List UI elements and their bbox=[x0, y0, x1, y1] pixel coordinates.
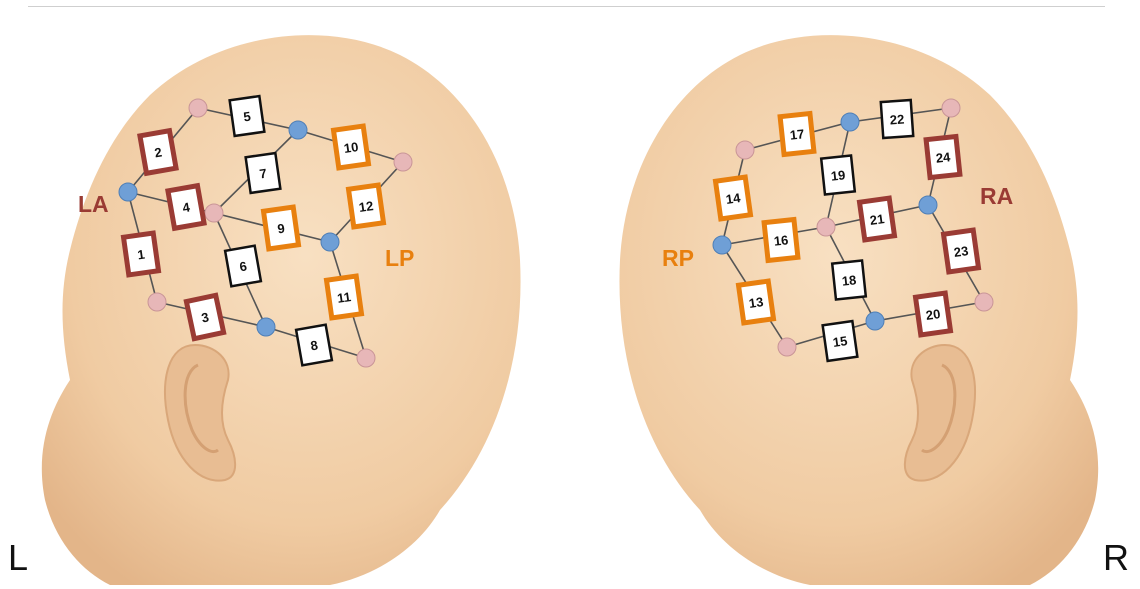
region-label-right-posterior: RP bbox=[662, 245, 694, 271]
channel-9: 9 bbox=[264, 207, 299, 249]
region-label-left-anterior: LA bbox=[78, 191, 109, 217]
channel-11: 11 bbox=[327, 276, 362, 318]
channel-1: 1 bbox=[124, 233, 159, 275]
detector-optode bbox=[713, 236, 731, 254]
source-optode bbox=[942, 99, 960, 117]
channel-number: 22 bbox=[889, 112, 904, 128]
source-optode bbox=[205, 204, 223, 222]
channel-15: 15 bbox=[823, 321, 858, 361]
channel-10: 10 bbox=[334, 126, 369, 168]
source-optode bbox=[357, 349, 375, 367]
left-side-letter: L bbox=[8, 540, 28, 576]
detector-optode bbox=[119, 183, 137, 201]
detector-optode bbox=[321, 233, 339, 251]
channel-number: 11 bbox=[336, 289, 352, 306]
channel-23: 23 bbox=[944, 230, 979, 272]
channel-18: 18 bbox=[832, 261, 866, 300]
source-optode bbox=[975, 293, 993, 311]
channel-number: 19 bbox=[830, 167, 846, 183]
right-head bbox=[619, 35, 1098, 585]
channel-7: 7 bbox=[246, 153, 281, 193]
source-optode bbox=[189, 99, 207, 117]
channel-number: 17 bbox=[789, 126, 805, 142]
channel-19: 19 bbox=[821, 156, 855, 195]
left-head bbox=[42, 35, 521, 585]
channel-number: 23 bbox=[953, 243, 969, 260]
region-label-left-posterior: LP bbox=[385, 245, 414, 271]
channel-21: 21 bbox=[860, 198, 895, 240]
channel-number: 14 bbox=[725, 190, 742, 207]
region-label-right-anterior: RA bbox=[980, 183, 1013, 209]
channel-20: 20 bbox=[916, 293, 951, 335]
left-head-skin bbox=[42, 35, 521, 585]
channel-17: 17 bbox=[780, 114, 814, 155]
channel-5: 5 bbox=[230, 96, 265, 136]
channel-16: 16 bbox=[764, 220, 798, 261]
channel-6: 6 bbox=[225, 246, 261, 287]
detector-optode bbox=[919, 196, 937, 214]
detector-optode bbox=[257, 318, 275, 336]
channel-13: 13 bbox=[739, 281, 774, 323]
channel-2: 2 bbox=[140, 131, 176, 174]
channel-24: 24 bbox=[926, 137, 960, 178]
channel-number: 18 bbox=[841, 272, 857, 288]
channel-8: 8 bbox=[296, 325, 332, 366]
channel-number: 12 bbox=[358, 198, 374, 215]
detector-optode bbox=[866, 312, 884, 330]
channel-number: 13 bbox=[748, 294, 764, 311]
channel-3: 3 bbox=[186, 295, 223, 338]
channel-number: 15 bbox=[832, 333, 848, 350]
channel-number: 21 bbox=[869, 211, 885, 228]
channel-14: 14 bbox=[716, 177, 751, 219]
right-side-letter: R bbox=[1103, 540, 1129, 576]
source-optode bbox=[778, 338, 796, 356]
channel-number: 16 bbox=[773, 232, 789, 248]
channel-4: 4 bbox=[168, 186, 204, 229]
right-head-skin bbox=[619, 35, 1098, 585]
source-optode bbox=[148, 293, 166, 311]
channel-number: 24 bbox=[935, 149, 952, 166]
channel-number: 20 bbox=[925, 306, 941, 323]
source-optode bbox=[394, 153, 412, 171]
channel-22: 22 bbox=[881, 100, 913, 138]
channel-number: 10 bbox=[343, 139, 359, 156]
channel-12: 12 bbox=[349, 185, 384, 227]
detector-optode bbox=[289, 121, 307, 139]
source-optode bbox=[736, 141, 754, 159]
detector-optode bbox=[841, 113, 859, 131]
source-optode bbox=[817, 218, 835, 236]
